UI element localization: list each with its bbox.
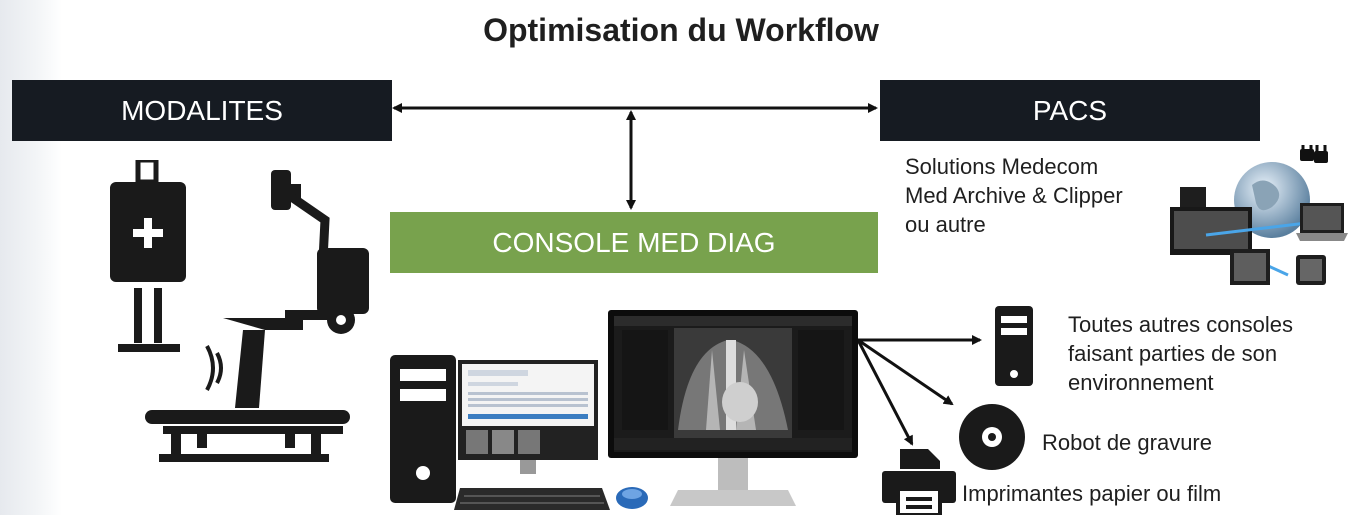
other-console-icon — [995, 306, 1033, 386]
mouse-icon — [616, 487, 648, 509]
small-monitor-icon — [458, 360, 598, 474]
arrow-to-robot — [857, 338, 954, 406]
arrow-to-printer — [856, 339, 914, 446]
pacs-solutions-text: Solutions Medecom Med Archive & Clipper … — [905, 152, 1165, 239]
disc-icon — [959, 404, 1025, 470]
pacs-solutions-line: Solutions Medecom — [905, 154, 1099, 179]
modalites-label: MODALITES — [121, 94, 283, 126]
diagnostic-monitor-icon — [608, 310, 858, 506]
console-box: CONSOLE MED DIAG — [390, 212, 878, 273]
other-consoles-line: environnement — [1068, 370, 1214, 395]
tower-pc-icon — [390, 355, 456, 503]
pacs-network-icon — [1170, 145, 1348, 285]
printer-icon — [882, 449, 956, 515]
other-consoles-text: Toutes autres consoles faisant parties d… — [1068, 310, 1362, 397]
console-label: CONSOLE MED DIAG — [492, 226, 776, 258]
modalites-box: MODALITES — [12, 80, 392, 141]
printers-label: Imprimantes papier ou film — [962, 481, 1222, 506]
pacs-solutions-line: Med Archive & Clipper — [905, 183, 1123, 208]
keyboard-icon — [454, 488, 610, 510]
page-title: Optimisation du Workflow — [483, 12, 879, 48]
other-consoles-line: faisant parties de son — [1068, 341, 1278, 366]
c-arm-icon — [271, 170, 369, 334]
xray-table-icon — [145, 318, 350, 462]
pacs-label: PACS — [1032, 94, 1108, 126]
other-consoles-line: Toutes autres consoles — [1068, 312, 1294, 337]
mobile-xray-icon — [110, 160, 186, 352]
pacs-box: PACS — [880, 80, 1260, 141]
pacs-solutions-line: ou autre — [905, 212, 986, 237]
robot-label: Robot de gravure — [1042, 430, 1212, 455]
